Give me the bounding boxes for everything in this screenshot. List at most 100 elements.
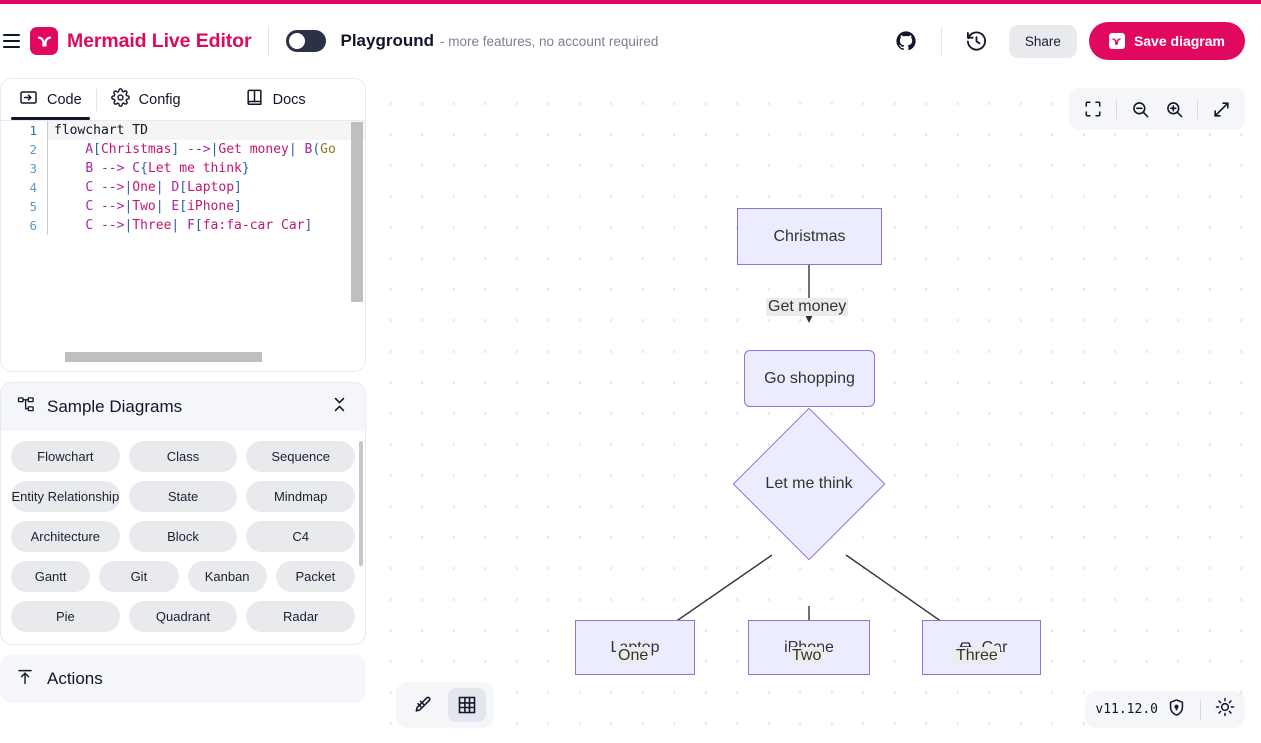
sample-packet[interactable]: Packet [275,561,355,592]
sample-architecture[interactable]: Architecture [11,521,120,552]
sample-block[interactable]: Block [128,521,238,552]
code-line: 5 C -->|Two| E[iPhone] [1,197,365,216]
fit-to-screen-icon[interactable] [1077,93,1109,125]
mode-label: Playground - more features, no account r… [340,31,658,51]
code-text: C -->|Three| F[fa:fa-car Car] [47,216,365,235]
edge-label-three: Three [954,647,1000,665]
sample-row: Gantt Git Kanban Packet [11,561,355,592]
header-divider-2 [940,26,942,56]
canvas-toolbar [1069,88,1245,130]
edge-label-two: Two [790,647,824,665]
sample-mindmap[interactable]: Mindmap [246,481,356,512]
save-diagram-label: Save diagram [1133,33,1225,49]
toggle-knob [289,33,306,49]
canvas-status-bar: v11.12.0 [1085,691,1245,728]
code-line: 4 C -->|One| D[Laptop] [1,178,365,197]
tab-config[interactable]: Config [97,79,195,120]
code-editor[interactable]: 1 flowchart TD 2 A[Christmas] -->|Get mo… [1,121,365,371]
app-header: Mermaid Live Editor Playground - more fe… [0,4,1261,78]
mode-subtitle: - more features, no account required [440,34,659,49]
code-line: 3 B --> C{Let me think} [1,159,365,178]
sample-state[interactable]: State [128,481,238,512]
line-number: 3 [29,161,37,176]
zoom-in-icon[interactable] [1158,93,1190,125]
sun-theme-icon[interactable] [1215,697,1235,722]
grid-icon[interactable] [448,688,486,722]
tab-separator [95,88,97,111]
share-button[interactable]: Share [1008,24,1077,58]
sample-gantt[interactable]: Gantt [11,561,91,592]
expand-diagonal-icon[interactable] [1205,93,1237,125]
mermaid-logo-icon [30,27,58,55]
sample-row: Pie Quadrant Radar [11,601,356,632]
sample-class[interactable]: Class [128,441,238,472]
history-clock-icon[interactable] [959,23,995,59]
sample-flowchart[interactable]: Flowchart [11,441,120,472]
gear-icon [110,88,130,111]
chevron-collapse-icon[interactable] [330,395,349,419]
diagram-node-go-shopping[interactable]: Go shopping [744,350,875,407]
playground-toggle[interactable] [286,30,327,52]
rendered-diagram: Christmas Go shopping Let me think Lapto… [369,78,1261,743]
code-text: B --> C{Let me think} [47,159,365,178]
github-icon[interactable] [888,23,924,59]
sample-diagrams-title: Sample Diagrams [47,397,183,416]
code-text: flowchart TD [47,121,365,140]
sample-diagrams-card: Sample Diagrams Flowchart Class Sequence… [0,382,366,645]
diagram-canvas[interactable]: Christmas Go shopping Let me think Lapto… [369,78,1261,743]
samples-scrollbar[interactable] [359,441,363,566]
sample-row: Flowchart Class Sequence [11,441,356,472]
line-number: 5 [29,199,37,214]
editor-card: Code Config [0,78,366,372]
zoom-out-icon[interactable] [1124,93,1156,125]
sample-kanban[interactable]: Kanban [187,561,267,592]
diagram-node-christmas[interactable]: Christmas [737,208,882,265]
sample-row: Architecture Block C4 [11,521,356,552]
editor-vertical-scrollbar[interactable] [351,122,363,302]
canvas-bottom-left-controls [396,682,494,728]
header-actions: Share Save diagram [888,22,1245,60]
book-icon [245,88,264,111]
sample-git[interactable]: Git [99,561,179,592]
code-line: 6 C -->|Three| F[fa:fa-car Car] [1,216,365,235]
tab-docs[interactable]: Docs [231,79,320,120]
sample-sequence[interactable]: Sequence [246,441,356,472]
editor-horizontal-scrollbar[interactable] [65,352,262,362]
pencil-edit-icon[interactable] [404,688,442,722]
hierarchy-icon [17,396,35,419]
sample-quadrant[interactable]: Quadrant [128,601,238,632]
sample-pie[interactable]: Pie [11,601,120,632]
node-label: Christmas [773,227,846,245]
shield-lock-icon[interactable] [1167,698,1186,722]
tab-docs-label: Docs [272,91,306,108]
code-text: C -->|Two| E[iPhone] [47,197,365,216]
edge-label-one: One [616,647,651,665]
line-number: 4 [29,180,37,195]
toolbar-separator [1116,99,1117,119]
save-diagram-button[interactable]: Save diagram [1088,22,1245,60]
top-accent-bar [0,0,1261,4]
status-separator [1200,699,1201,720]
hamburger-menu-icon[interactable] [0,26,24,56]
node-label: Go shopping [764,369,855,387]
line-number: 2 [29,142,37,157]
line-number: 1 [29,123,37,138]
brand[interactable]: Mermaid Live Editor [30,27,252,55]
mermaid-mark-icon [1108,33,1125,49]
actions-card[interactable]: Actions [0,655,366,703]
diagram-node-let-me-think[interactable]: Let me think [732,407,886,561]
left-panel: Code Config [0,78,368,743]
sample-entity-relationship[interactable]: Entity Relationship [11,481,120,512]
code-arrow-icon [19,88,38,111]
brand-name: Mermaid Live Editor [67,29,252,52]
tab-code-label: Code [47,91,82,108]
code-text: C -->|One| D[Laptop] [47,178,365,197]
sample-diagrams-header[interactable]: Sample Diagrams [1,383,365,431]
tab-code[interactable]: Code [5,79,96,120]
version-label: v11.12.0 [1095,702,1158,717]
sample-radar[interactable]: Radar [246,601,356,632]
sample-c4[interactable]: C4 [246,521,356,552]
node-label: Let me think [765,475,853,492]
code-line: 2 A[Christmas] -->|Get money| B(Go [1,140,365,159]
